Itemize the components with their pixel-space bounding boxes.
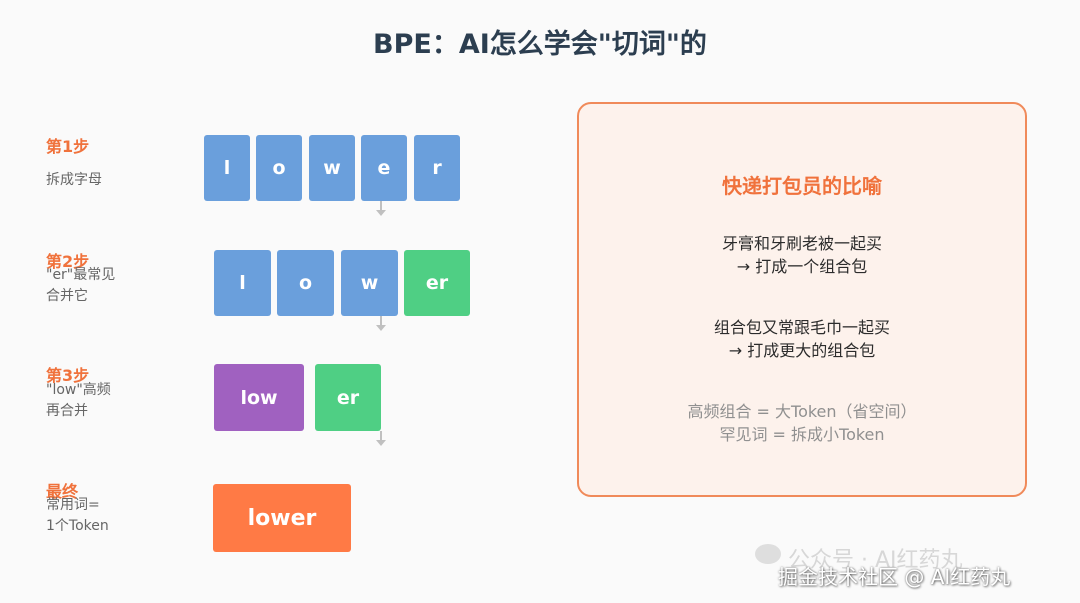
token-er: er	[404, 250, 470, 316]
step-3-desc-line-2: 再合并	[46, 403, 88, 419]
page-title: BPE：AI怎么学会"切词"的	[373, 29, 707, 60]
step-1-desc-line: 拆成字母	[46, 172, 102, 188]
analogy-block-1-line-1: 牙膏和牙刷老被一起买	[721, 234, 882, 253]
step-2-desc-line-2: 合并它	[46, 288, 88, 304]
watermark-text: 公众号 · AI红药丸	[788, 548, 963, 573]
down-arrow-icon	[376, 201, 386, 216]
token-o: o	[277, 250, 334, 316]
analogy-note-line-1: 高频组合 = 大Token（省空间）	[687, 402, 917, 421]
step-1-label: 第1步	[46, 137, 90, 156]
analogy-note-line-2: 罕见词 = 拆成小Token	[719, 425, 885, 444]
token-l: l	[214, 250, 271, 316]
token-l: l	[204, 135, 250, 201]
credit-text: 掘金技术社区 @ AI红药丸	[778, 565, 1011, 589]
token-er: er	[315, 364, 381, 431]
token-o: o	[256, 135, 302, 201]
down-arrow-icon	[376, 316, 386, 331]
token-lower: lower	[213, 484, 351, 552]
step-3-label: 第3步	[46, 366, 90, 385]
step-2-label: 第2步	[46, 252, 90, 271]
token-r: r	[414, 135, 460, 201]
step-3-desc: "low"高频 再合并	[46, 380, 111, 422]
analogy-card: 快递打包员的比喻 牙膏和牙刷老被一起买 → 打成一个组合包 组合包又常跟毛巾一起…	[577, 102, 1027, 497]
analogy-block-2-line-2: → 打成更大的组合包	[728, 341, 876, 360]
step-2-desc: "er"最常见 合并它	[46, 265, 115, 307]
analogy-title: 快递打包员的比喻	[722, 174, 882, 198]
token-low: low	[214, 364, 304, 431]
step-3-desc-line-1: "low"高频	[46, 382, 111, 398]
step-2-desc-line-1: "er"最常见	[46, 267, 116, 283]
final-desc-line-2: 1个Token	[46, 518, 109, 534]
analogy-block-2-line-1: 组合包又常跟毛巾一起买	[713, 318, 890, 337]
token-w: w	[309, 135, 355, 201]
final-desc-line-1: 常用词=	[46, 497, 100, 513]
token-e: e	[361, 135, 407, 201]
step-1-desc: 拆成字母	[46, 170, 102, 191]
final-desc: 常用词= 1个Token	[46, 495, 109, 537]
analogy-block-1-line-2: → 打成一个组合包	[736, 257, 868, 276]
final-label: 最终	[46, 482, 79, 501]
down-arrow-icon	[376, 431, 386, 446]
token-w: w	[341, 250, 398, 316]
wechat-icon	[755, 544, 781, 564]
